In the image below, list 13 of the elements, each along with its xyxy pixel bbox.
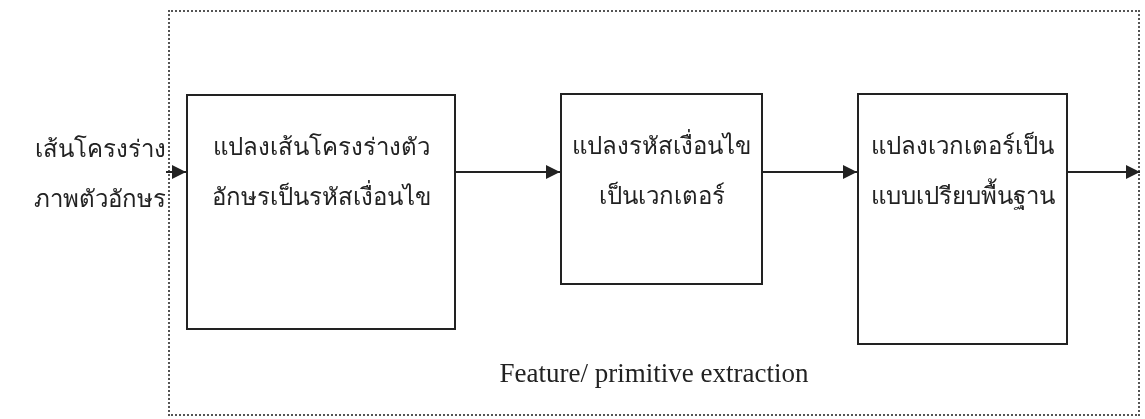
- process-box: [560, 93, 763, 285]
- box-text: แปลงรหัสเงื่อนไขเป็นเวกเตอร์: [568, 121, 755, 283]
- arrow: [165, 165, 187, 179]
- box-text: แปลงเวกเตอร์เป็นแบบเปรียบพื้นฐาน: [869, 130, 1056, 212]
- arrow: [455, 165, 561, 179]
- box-text: แปลงเส้นโครงร่างตัวอักษรเป็นรหัสเงื่อนไข: [210, 132, 432, 212]
- process-box: [857, 93, 1068, 345]
- process-box: [186, 94, 456, 330]
- arrow: [1067, 165, 1141, 179]
- input-text: เส้นโครงร่างภาพตัวอักษร: [33, 134, 166, 214]
- arrow: [762, 165, 858, 179]
- group-caption: Feature/ primitive extraction: [498, 357, 810, 390]
- group-frame: [168, 10, 1140, 416]
